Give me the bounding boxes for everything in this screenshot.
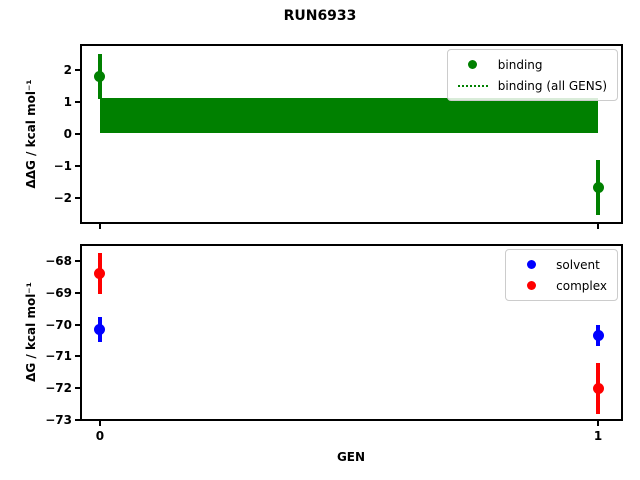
binding-all-gens--band [99,98,599,133]
y-tick-label: 0 [63,127,72,141]
y-tick-mark [75,197,80,200]
y-tick-label: −2 [53,191,72,206]
figure-title: RUN6933 [283,8,357,24]
solvent-point [94,323,106,335]
y-tick-mark [75,133,80,135]
x-tick-label: 1 [593,429,603,443]
bottom-y-axis-label: ΔG / kcal mol⁻¹ [24,282,38,382]
y-tick-label: 1 [63,94,72,109]
legend-item-binding-all-gens: binding (all GENS) [456,75,607,96]
legend-item-solvent: solvent [514,254,607,275]
y-tick-mark [75,291,80,294]
x-tick-mark [597,224,600,229]
solvent-dot-icon [514,260,548,269]
y-tick-label: −70 [45,317,72,332]
y-tick-mark [75,100,80,103]
bottom-axes: solvent complex −68 −69 −70 −71 −72 −73 0 1 [45,244,623,443]
top-y-axis-label: ΔΔG / kcal mol⁻¹ [24,79,38,189]
y-tick-mark [75,419,80,422]
legend-label: binding [497,57,543,72]
bottom-legend: solvent complex [505,249,618,301]
y-tick-mark [75,259,80,262]
x-tick-label: 0 [95,429,105,443]
y-tick-mark [75,68,80,71]
legend-item-complex: complex [514,275,607,296]
complex-point [592,382,604,394]
y-tick-label: −1 [53,159,72,174]
top-legend: binding binding (all GENS) [446,49,618,101]
legend-label: complex [556,278,607,293]
complex-dot-icon [514,281,548,290]
y-tick-label: −69 [45,285,72,300]
x-tick-mark [98,421,101,426]
y-tick-mark [75,323,80,326]
x-axis-label: GEN [336,450,366,464]
y-tick-label: −68 [45,253,72,268]
top-axes: binding binding (all GENS) 2 1 0 −1 −2 [54,44,623,229]
legend-label: binding (all GENS) [497,78,607,93]
binding-point [94,70,106,82]
y-tick-label: −73 [45,413,72,428]
y-tick-label: −71 [45,349,72,364]
binding-dot-icon [456,60,490,69]
dotted-line-icon [456,84,490,87]
solvent-point [592,330,604,342]
binding-point [592,182,604,194]
complex-point [94,268,106,280]
y-tick-mark [75,355,80,358]
legend-label: solvent [556,257,600,272]
x-tick-mark [98,224,101,229]
y-tick-mark [75,165,80,168]
y-tick-mark [75,387,80,390]
legend-item-binding: binding [456,54,607,75]
y-tick-label: −72 [45,381,72,396]
x-tick-mark [597,421,600,426]
y-tick-label: 2 [63,62,72,77]
